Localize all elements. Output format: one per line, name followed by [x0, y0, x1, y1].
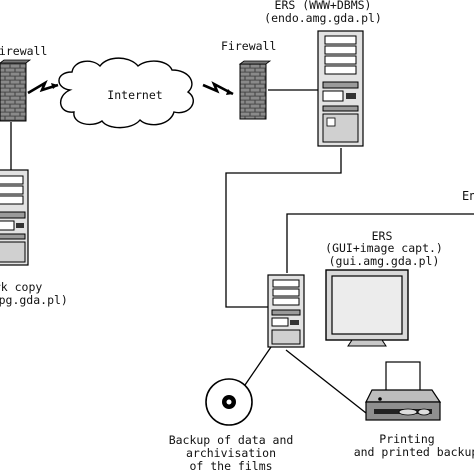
printer-station: Printing and printed backup: [354, 361, 474, 459]
link-ers-server-to-gui-station: [225, 148, 342, 308]
backup-line3: of the films: [189, 459, 272, 473]
ers-gui-station: ERS (GUI+image capt.) (gui.amg.gda.pl): [267, 229, 443, 348]
connection-lines: [10, 89, 474, 414]
link-gui-to-disc: [244, 346, 272, 386]
printing-line2: and printed backup: [354, 445, 474, 459]
printer-icon: [365, 361, 442, 421]
internet-label: Internet: [107, 88, 162, 102]
lightning-link-icon: [202, 81, 234, 96]
link-gui-station-to-right-network: [286, 213, 474, 273]
tower-computer-icon: [0, 169, 29, 266]
firewall-left: Firewall: [0, 44, 47, 122]
ers-server-title: ERS (WWW+DBMS): [275, 0, 372, 12]
lightning-link-icon: [27, 79, 59, 95]
work-copy-host: (xxx.pg.gda.pl): [0, 293, 68, 307]
tower-computer-icon: [317, 30, 364, 147]
firewall-right-label: Firewall: [221, 39, 276, 53]
crt-monitor-icon: [325, 269, 409, 347]
work-copy-computer: Work copy (xxx.pg.gda.pl): [0, 169, 68, 307]
brick-wall-icon: [0, 62, 27, 122]
tower-computer-icon: [267, 274, 305, 348]
right-edge-label: En: [462, 189, 474, 203]
ers-server-host: (endo.amg.gda.pl): [264, 11, 382, 25]
cd-disc-icon: [205, 378, 253, 426]
work-copy-title: Work copy: [0, 280, 42, 294]
ers-gui-host: (gui.amg.gda.pl): [329, 254, 440, 268]
internet-cloud-icon: [58, 57, 194, 129]
printing-line1: Printing: [379, 432, 434, 446]
backup-disc: Backup of data and archivisation of the …: [169, 378, 294, 473]
ers-gui-title: ERS: [372, 229, 393, 243]
backup-line1: Backup of data and: [169, 433, 294, 447]
brick-wall-icon: [239, 63, 267, 120]
ers-server: ERS (WWW+DBMS) (endo.amg.gda.pl): [264, 0, 382, 147]
firewall-left-label: Firewall: [0, 44, 47, 58]
firewall-right: Firewall: [221, 39, 276, 120]
ers-gui-subtitle: (GUI+image capt.): [325, 241, 443, 255]
link-gui-to-printer: [285, 349, 367, 414]
backup-line2: archivisation: [186, 446, 276, 460]
